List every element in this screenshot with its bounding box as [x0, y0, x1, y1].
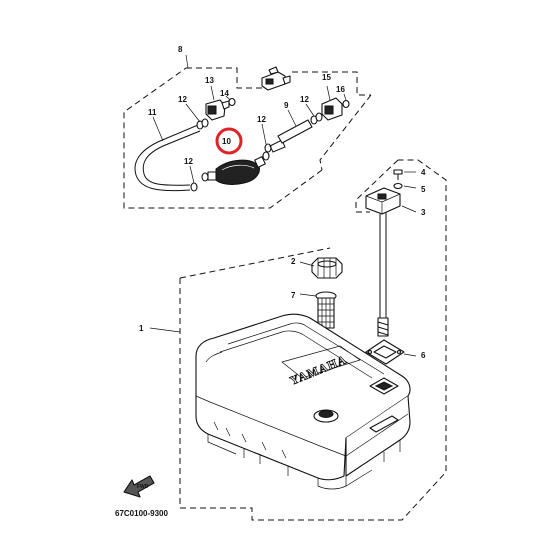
o-ring-16 [342, 99, 350, 109]
callout-5: 5 [421, 185, 426, 194]
callout-14: 14 [220, 89, 229, 98]
svg-text:FWD: FWD [137, 484, 149, 490]
hose-clamp-12b [190, 182, 198, 192]
callout-13: 13 [205, 76, 214, 85]
callout-12c: 12 [257, 115, 266, 124]
filter-7 [315, 291, 337, 329]
gasket-6 [365, 339, 405, 365]
gauge-rod [377, 212, 389, 337]
highlight-ring [215, 127, 243, 155]
callout-4: 4 [421, 168, 426, 177]
callout-2: 2 [291, 257, 296, 266]
top-connector [261, 66, 291, 91]
connector-13 [205, 99, 230, 121]
callout-6: 6 [421, 351, 426, 360]
fuel-hose-9 [277, 119, 313, 144]
callout-10: 10 [222, 137, 231, 146]
connector-15 [321, 97, 343, 121]
callout-8: 8 [178, 45, 183, 54]
gauge-group-border [355, 159, 399, 213]
o-ring-14 [228, 97, 236, 107]
diagram-code: 67C0100-9300 [115, 509, 168, 518]
fuel-hose-11 [134, 124, 201, 192]
callout-3: 3 [421, 208, 426, 217]
callout-15: 15 [322, 73, 331, 82]
fuel-tank-1 [195, 313, 411, 490]
gauge-screw-4 [393, 169, 403, 180]
fwd-arrow: FWD [123, 475, 155, 498]
callout-7: 7 [291, 291, 296, 300]
callout-12d: 12 [300, 95, 309, 104]
callout-16: 16 [336, 85, 345, 94]
hose-clamp-12d [310, 112, 323, 125]
callout-12a: 12 [178, 95, 187, 104]
primer-bulb-10 [201, 151, 270, 185]
hose-clamp-12a [196, 118, 209, 130]
fuel-line-group-border [123, 67, 372, 209]
filler-cap-2 [311, 257, 343, 279]
fuel-gauge-3 [365, 187, 401, 215]
callout-12b: 12 [184, 157, 193, 166]
callout-1: 1 [139, 324, 144, 333]
tank-group-border [179, 159, 447, 521]
callout-11: 11 [148, 108, 157, 117]
gauge-washer-5 [393, 182, 403, 190]
callout-9: 9 [284, 101, 289, 110]
hose-clamp-12c [264, 143, 272, 153]
